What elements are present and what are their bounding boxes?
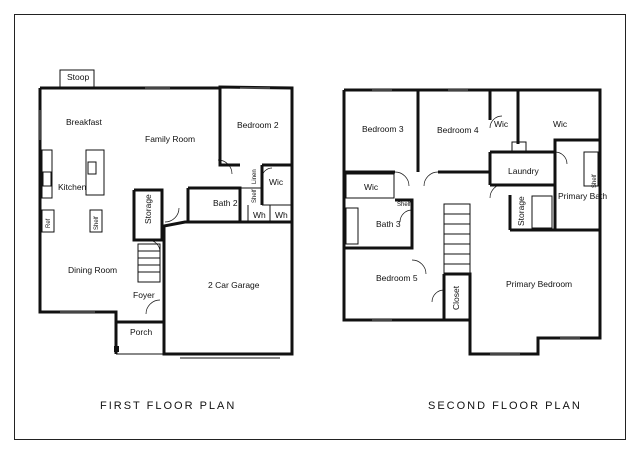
wic-bedroom3 (345, 173, 395, 199)
label-stoop: Stoop (67, 72, 89, 82)
pantry-shelf (89, 209, 103, 233)
label-wic: Wic (269, 177, 284, 187)
storage-wall (132, 188, 164, 242)
bedroom2-door (217, 159, 233, 175)
label-primary-bedroom: Primary Bedroom (506, 279, 572, 289)
label-shelf2: Shelf (252, 189, 258, 203)
first-floor-plan (38, 69, 294, 359)
label-bedroom2: Bedroom 2 (237, 120, 279, 130)
label-wic-primary: Wic (553, 119, 568, 129)
caption-second-floor: SECOND FLOOR PLAN (428, 400, 582, 412)
label-garage: 2 Car Garage (208, 280, 260, 290)
label-porch: Porch (130, 327, 152, 337)
porch-post (114, 346, 119, 352)
label-wh2: Wh (275, 210, 288, 220)
label-ref: Ref (46, 218, 52, 228)
stove-icon (42, 171, 52, 187)
closet-wall-right (444, 272, 472, 320)
label-wic-bedroom3: Wic (364, 182, 379, 192)
label-bath3: Bath 3 (376, 219, 401, 229)
label-primary-bath: Primary Bath (558, 191, 607, 201)
bedroom4-bottom-wall (438, 152, 492, 174)
stairs-first-floor (137, 243, 161, 283)
label-storage: Storage (143, 194, 153, 224)
bedroom3-door (394, 171, 410, 187)
label-kitchen: Kitchen (58, 182, 87, 192)
label-closet: Closet (451, 285, 461, 310)
laundry-top-wall (490, 138, 600, 154)
label-foyer: Foyer (133, 290, 155, 300)
label-bedroom3: Bedroom 3 (362, 124, 404, 134)
label-shelf: Shelf (94, 216, 100, 230)
label-family-room: Family Room (145, 134, 195, 144)
label-wic-bedroom4: Wic (494, 119, 509, 129)
label-storage-2: Storage (516, 196, 526, 226)
label-wh1: Wh (253, 210, 266, 220)
label-bath2: Bath 2 (213, 198, 238, 208)
label-laundry: Laundry (508, 166, 539, 176)
label-breakfast: Breakfast (66, 117, 103, 127)
bedroom2-wall (218, 88, 240, 167)
kitchen-counter-left (41, 149, 53, 199)
label-dining-room: Dining Room (68, 265, 117, 275)
label-bedroom4: Bedroom 4 (437, 125, 479, 135)
label-shelf-primary: Shelf (592, 174, 598, 188)
label-shelf-b3: Shelf (397, 202, 411, 208)
label-bedroom5: Bedroom 5 (376, 273, 418, 283)
ref-space (41, 209, 55, 233)
label-linen: Linen (252, 169, 258, 184)
tub-bath3 (345, 207, 359, 245)
bath3-wall (344, 198, 414, 250)
sink-icon (87, 161, 97, 175)
plan-frame (14, 14, 626, 440)
kitchen-island (85, 149, 105, 196)
second-floor-plan (342, 88, 602, 356)
shower (531, 195, 553, 229)
caption-first-floor: FIRST FLOOR PLAN (100, 400, 236, 412)
